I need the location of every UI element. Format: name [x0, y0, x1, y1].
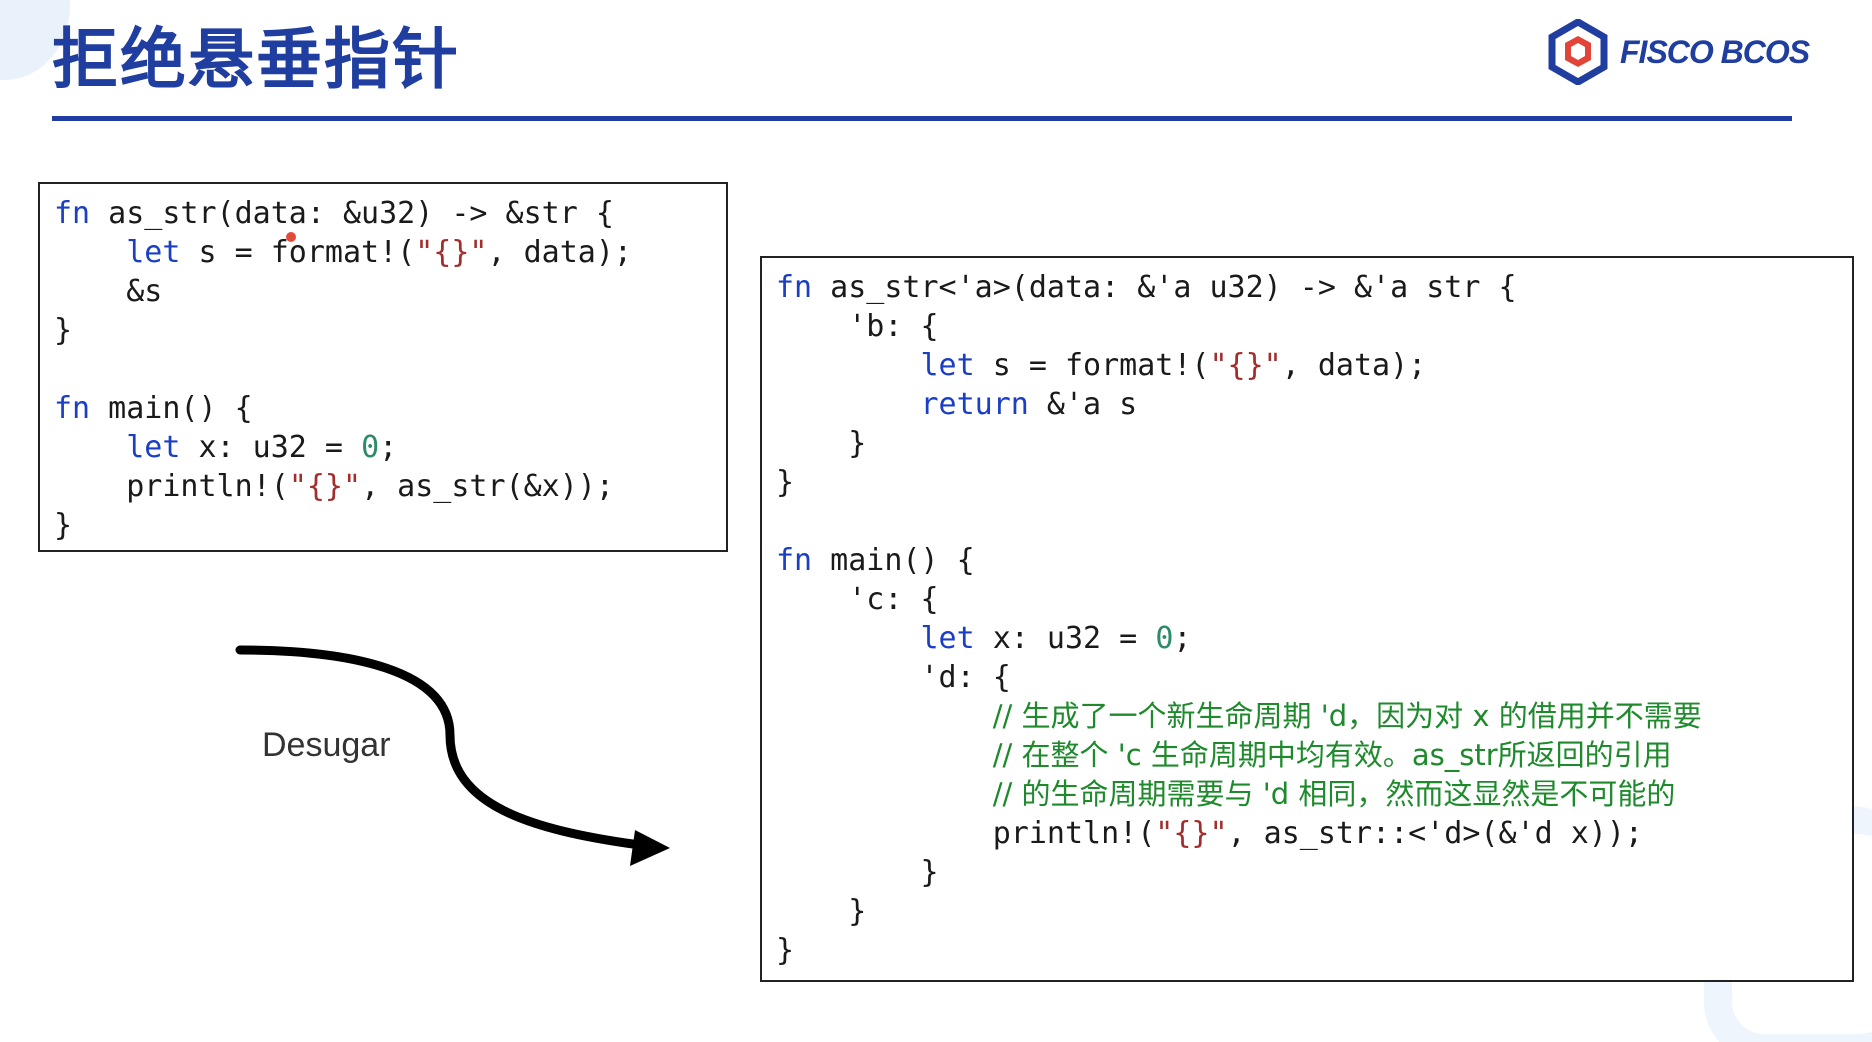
original-code-block: fn as_str(data: &u32) -> &str { let s = … — [38, 182, 728, 552]
code-line: let x: u32 = 0; — [54, 428, 726, 467]
code-line: 'd: { — [776, 658, 1852, 697]
code-comment: // 的生命周期需要与 'd 相同，然而这显然是不可能的 — [992, 777, 1676, 811]
code-token — [776, 738, 993, 773]
code-comment: // 在整个 'c 生命周期中均有效。as_str所返回的引用 — [992, 738, 1672, 772]
desugar-label: Desugar — [262, 726, 391, 764]
code-line: } — [54, 506, 726, 545]
code-line: fn main() { — [54, 389, 726, 428]
code-token: s = format!( — [974, 348, 1210, 383]
code-token: 'c: { — [776, 582, 939, 617]
desugared-code-block: fn as_str<'a>(data: &'a u32) -> &'a str … — [760, 256, 1854, 982]
code-token: x: u32 = — [974, 621, 1156, 656]
code-token — [776, 621, 921, 656]
code-token: println!( — [54, 469, 289, 504]
code-token: 'b: { — [776, 309, 939, 344]
code-token: fn — [54, 391, 91, 426]
code-comment: // 生成了一个新生命周期 'd，因为对 x 的借用并不需要 — [992, 699, 1702, 733]
code-line: } — [776, 424, 1852, 463]
code-token: } — [54, 313, 73, 348]
code-line: // 在整个 'c 生命周期中均有效。as_str所返回的引用 — [776, 736, 1852, 775]
code-line: let x: u32 = 0; — [776, 619, 1852, 658]
code-token: as_str<'a>(data: &'a u32) -> &'a str { — [812, 270, 1517, 305]
brand-logo: FISCO BCOS — [1548, 18, 1810, 86]
code-token: "{}" — [1155, 816, 1228, 851]
code-token — [54, 430, 126, 465]
code-token: } — [776, 894, 867, 929]
code-line: let s = format!("{}", data); — [776, 346, 1852, 385]
code-token: main() { — [812, 543, 975, 578]
code-token — [776, 777, 993, 812]
code-token — [54, 235, 126, 270]
logo-text: FISCO BCOS — [1620, 33, 1810, 70]
cursor-dot — [286, 232, 296, 242]
code-line: return &'a s — [776, 385, 1852, 424]
title-divider — [52, 116, 1792, 121]
code-token: , as_str(&x)); — [361, 469, 614, 504]
code-token: s = format!( — [180, 235, 416, 270]
code-token: let — [126, 430, 181, 465]
code-token: println!( — [776, 816, 1156, 851]
code-token: let — [126, 235, 181, 270]
code-token: x: u32 = — [180, 430, 362, 465]
code-line: } — [776, 853, 1852, 892]
code-line — [54, 350, 726, 389]
code-token: } — [776, 426, 867, 461]
code-token: } — [776, 933, 795, 968]
fisco-bcos-hex-icon — [1548, 19, 1608, 85]
code-token: "{}" — [415, 235, 488, 270]
code-token: "{}" — [1209, 348, 1282, 383]
code-line: let s = format!("{}", data); — [54, 233, 726, 272]
code-token: let — [920, 621, 975, 656]
code-line: println!("{}", as_str(&x)); — [54, 467, 726, 506]
code-token: , data); — [487, 235, 633, 270]
code-token: 'd: { — [776, 660, 1011, 695]
code-line: 'c: { — [776, 580, 1852, 619]
code-token: } — [54, 508, 73, 543]
code-line: &s — [54, 272, 726, 311]
code-token: ; — [1173, 621, 1192, 656]
code-line: } — [776, 892, 1852, 931]
code-line: fn main() { — [776, 541, 1852, 580]
code-line: // 的生命周期需要与 'd 相同，然而这显然是不可能的 — [776, 775, 1852, 814]
code-token: ; — [379, 430, 398, 465]
code-line: // 生成了一个新生命周期 'd，因为对 x 的借用并不需要 — [776, 697, 1852, 736]
code-token: fn — [776, 543, 813, 578]
code-line: println!("{}", as_str::<'d>(&'d x)); — [776, 814, 1852, 853]
code-token: &'a s — [1028, 387, 1138, 422]
code-token: } — [776, 855, 939, 890]
code-line: fn as_str(data: &u32) -> &str { — [54, 194, 726, 233]
code-token: , as_str::<'d>(&'d x)); — [1227, 816, 1643, 851]
code-line: } — [776, 931, 1852, 970]
code-token: , data); — [1281, 348, 1427, 383]
code-token: 0 — [1155, 621, 1174, 656]
code-token: &s — [54, 274, 163, 309]
code-token: fn — [54, 196, 91, 231]
code-line: } — [54, 311, 726, 350]
desugar-arrow-icon — [235, 645, 670, 866]
code-line: } — [776, 463, 1852, 502]
code-token: } — [776, 465, 795, 500]
code-token: "{}" — [288, 469, 362, 504]
code-line: fn as_str<'a>(data: &'a u32) -> &'a str … — [776, 268, 1852, 307]
code-token: let — [920, 348, 975, 383]
code-token — [776, 387, 921, 422]
slide-title: 拒绝悬垂指针 — [52, 21, 460, 98]
code-line — [776, 502, 1852, 541]
code-token: main() { — [90, 391, 253, 426]
code-token — [776, 699, 993, 734]
code-token — [776, 348, 921, 383]
code-line: 'b: { — [776, 307, 1852, 346]
code-token: as_str(data: &u32) -> &str { — [90, 196, 614, 231]
code-token: fn — [776, 270, 813, 305]
code-token: return — [920, 387, 1029, 422]
code-token: 0 — [361, 430, 380, 465]
